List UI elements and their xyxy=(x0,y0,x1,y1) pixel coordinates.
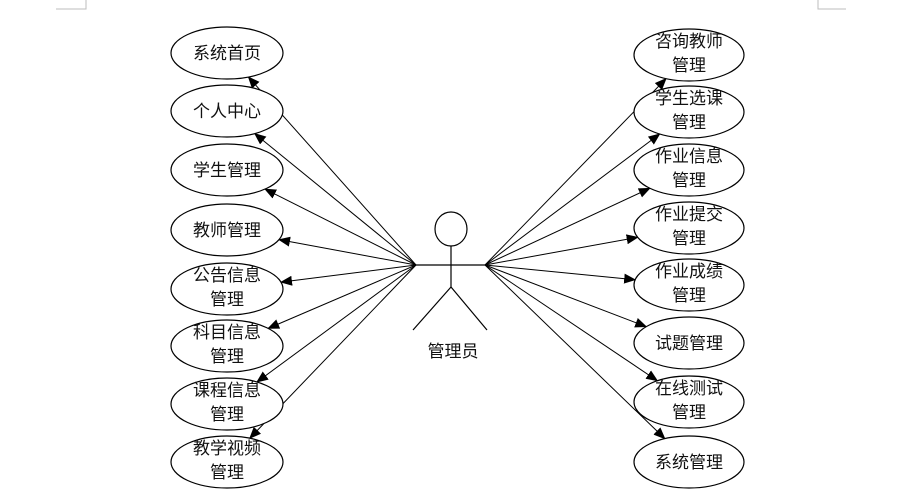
use-case-ellipse xyxy=(170,203,284,257)
use-case-label: 管理 xyxy=(672,403,706,423)
association-right-4 xyxy=(484,234,639,266)
use-case-label: 咨询教师 xyxy=(655,32,723,52)
use-case-ellipse xyxy=(170,26,284,80)
use-case-label: 作业成绩 xyxy=(655,262,723,282)
association-left-7 xyxy=(256,264,417,383)
use-case-label: 学生管理 xyxy=(193,161,261,181)
use-case-label: 管理 xyxy=(210,463,244,483)
use-case-label: 管理 xyxy=(672,113,706,133)
actor-label: 管理员 xyxy=(428,342,479,362)
use-case-label: 科目信息 xyxy=(193,323,261,343)
association-right-8 xyxy=(484,264,666,440)
use-case-label: 学生选课 xyxy=(655,89,723,109)
use-case-label: 作业提交 xyxy=(655,205,723,225)
use-case-ellipse xyxy=(170,435,284,489)
use-case-label: 试题管理 xyxy=(655,334,723,354)
association-left-6 xyxy=(267,264,417,329)
left-use-case-4: 教师管理 xyxy=(170,203,284,257)
actor-left-leg xyxy=(412,286,452,331)
page-corner-marks xyxy=(56,0,846,10)
use-case-label: 管理 xyxy=(210,347,244,367)
use-case-ellipse xyxy=(170,84,284,138)
right-use-case-6: 试题管理 xyxy=(633,316,745,370)
use-case-ellipse xyxy=(170,319,284,373)
left-use-case-2: 个人中心 xyxy=(170,84,284,138)
use-case-ellipse xyxy=(170,143,284,197)
use-case-ellipse xyxy=(633,143,745,197)
actor-head xyxy=(434,211,468,247)
actor-figure xyxy=(412,211,488,331)
association-right-6 xyxy=(484,264,648,328)
use-case-label: 管理 xyxy=(672,286,706,306)
associations xyxy=(247,76,667,440)
use-case-label: 管理 xyxy=(672,229,706,249)
association-right-3 xyxy=(484,187,651,266)
use-case-label: 教师管理 xyxy=(193,221,261,241)
actor-right-leg xyxy=(450,286,488,331)
association-right-7 xyxy=(484,264,659,382)
use-case-label: 管理 xyxy=(210,290,244,310)
use-case-ellipse xyxy=(633,85,745,139)
use-case-ellipse xyxy=(633,435,745,489)
association-left-3 xyxy=(264,188,417,266)
right-use-cases: 咨询教师管理学生选课管理作业信息管理作业提交管理作业成绩管理试题管理在线测试管理… xyxy=(633,28,745,489)
association-right-2 xyxy=(484,133,661,266)
use-case-label: 作业信息 xyxy=(655,147,723,167)
use-case-label: 个人中心 xyxy=(193,102,261,122)
use-case-label: 系统管理 xyxy=(655,453,723,473)
use-case-ellipse xyxy=(170,262,284,316)
use-case-label: 课程信息 xyxy=(193,381,261,401)
use-case-label: 管理 xyxy=(672,171,706,191)
use-case-ellipse xyxy=(633,258,745,312)
association-left-4 xyxy=(278,236,417,266)
left-use-case-1: 系统首页 xyxy=(170,26,284,80)
use-case-label: 在线测试 xyxy=(655,379,723,399)
association-left-2 xyxy=(253,132,417,266)
use-case-label: 教学视频 xyxy=(193,439,261,459)
use-case-ellipse xyxy=(633,316,745,370)
use-case-label: 管理 xyxy=(210,405,244,425)
association-right-5 xyxy=(484,264,637,284)
use-case-ellipse xyxy=(633,201,745,255)
association-left-5 xyxy=(280,264,417,286)
use-case-label: 公告信息 xyxy=(193,266,261,286)
use-case-ellipse xyxy=(170,377,284,431)
use-case-label: 管理 xyxy=(672,56,706,76)
right-use-case-8: 系统管理 xyxy=(633,435,745,489)
use-case-ellipse xyxy=(633,28,745,82)
left-use-case-3: 学生管理 xyxy=(170,143,284,197)
use-case-label: 系统首页 xyxy=(193,44,261,64)
use-case-ellipse xyxy=(633,375,745,429)
